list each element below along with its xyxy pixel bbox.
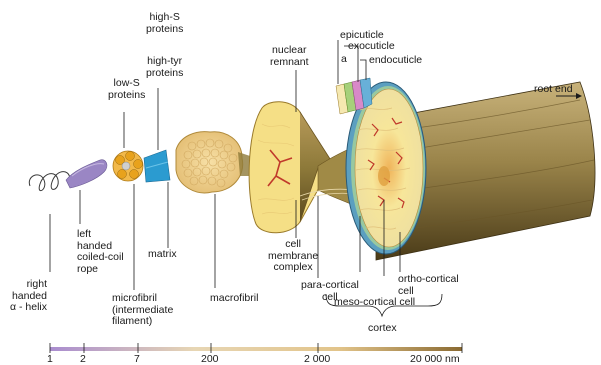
- scale-tick-label: 20 000 nm: [410, 353, 460, 365]
- label-endocuticle: endocuticle: [369, 55, 422, 67]
- label-low-s-proteins: low-S proteins: [108, 78, 145, 101]
- label-left-handed-coiled-coil-rope: left handed coiled-coil rope: [77, 229, 124, 275]
- microfibril: [113, 151, 143, 181]
- scale-tick-label: 7: [134, 353, 140, 365]
- label-a: a: [341, 54, 347, 66]
- coiled-coil-rope: [66, 160, 107, 188]
- label-root-end: root end: [534, 84, 573, 96]
- label-exocuticle: exocuticle: [348, 41, 395, 53]
- scale-tick-label: 2: [80, 353, 86, 365]
- scale-tick-label: 200: [201, 353, 219, 365]
- scale-tick-label: 1: [47, 353, 53, 365]
- label-high-tyr-proteins: high-tyr proteins: [146, 56, 183, 79]
- label-microfibril: microfibril (intermediate filament): [112, 293, 173, 328]
- label-cell-membrane-complex: cell membrane complex: [268, 239, 318, 274]
- label-high-s-proteins: high-S proteins: [146, 12, 183, 35]
- label-nuclear-remnant: nuclear remnant: [270, 45, 309, 68]
- alpha-helix: [29, 172, 70, 191]
- label-macrofibril: macrofibril: [210, 293, 258, 305]
- label-ortho-cortical-cell: ortho-cortical cell: [398, 274, 459, 297]
- label-cortex: cortex: [368, 323, 397, 335]
- label-right-handed-alpha-helix: right handed α - helix: [10, 279, 47, 314]
- matrix: [144, 150, 170, 182]
- size-scale-bar: [50, 343, 462, 353]
- label-meso-cortical-cell: meso-cortical cell: [334, 297, 415, 309]
- label-matrix: matrix: [148, 249, 177, 261]
- scale-tick-label: 2 000: [304, 353, 330, 365]
